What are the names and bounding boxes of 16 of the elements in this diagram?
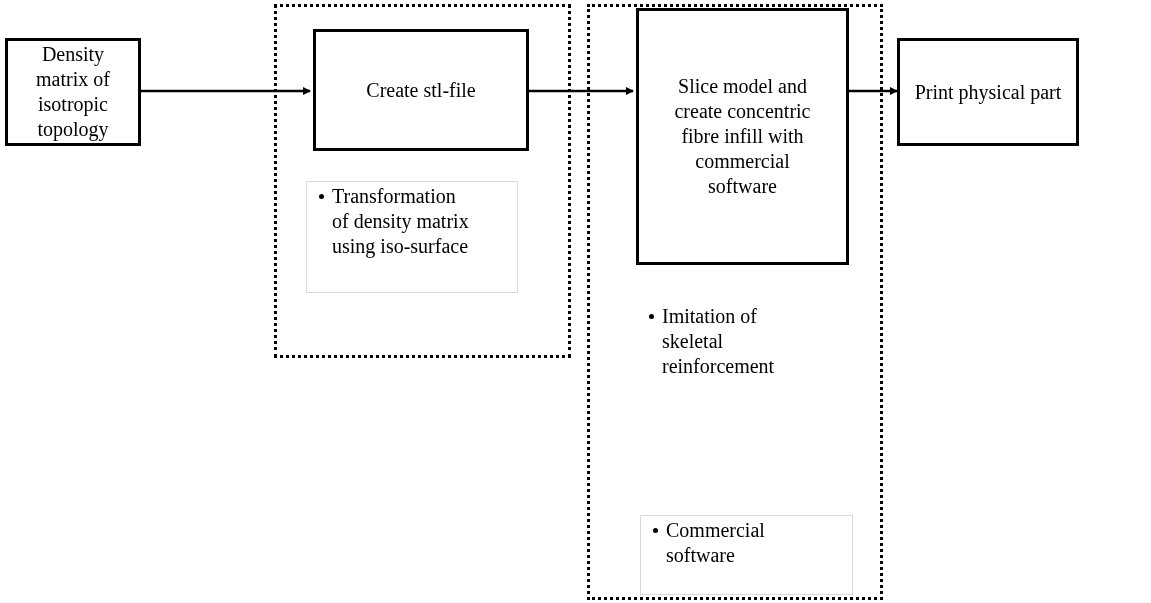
bullet-text: Imitation of skeletal reinforcement <box>662 304 776 379</box>
box-label: Density matrix of isotropic topology <box>35 42 111 142</box>
process-box <box>5 38 141 146</box>
arrow <box>141 87 311 95</box>
box-label: Create stl-file <box>366 77 476 103</box>
process-box <box>636 8 849 265</box>
bullet-text: Commercial software <box>666 518 766 568</box>
process-box <box>313 29 529 151</box>
bullet-text: Transformation of density matrix using iso-surface <box>332 184 470 259</box>
box-label: Print physical part <box>914 79 1062 105</box>
note-box <box>640 515 853 595</box>
dotted-group-box <box>587 4 883 600</box>
box-label: Slice model and create concentric fibre infill with commercial software <box>673 74 812 199</box>
dotted-group-box <box>274 4 571 358</box>
process-box <box>897 38 1079 146</box>
note-box <box>306 181 518 293</box>
